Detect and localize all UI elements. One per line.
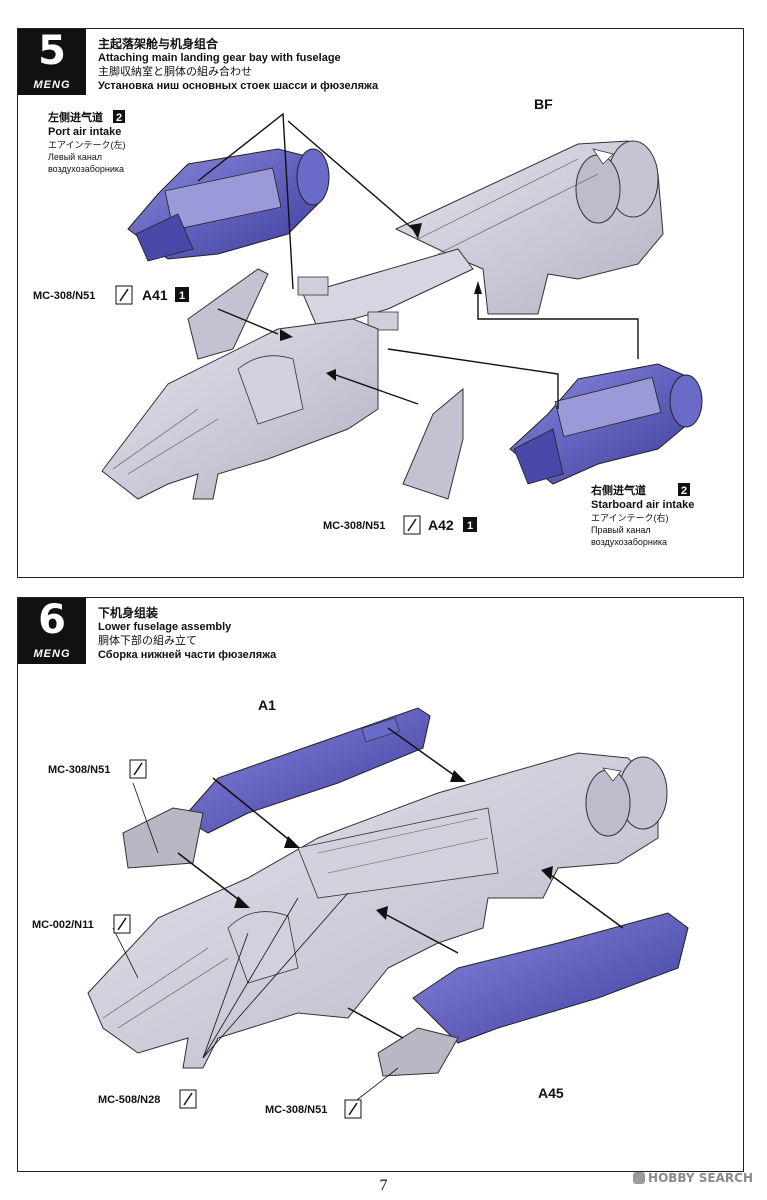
step-badge: 6 MENG <box>18 597 86 664</box>
a1-label: A1 <box>258 697 276 713</box>
a41-callout: MC-308/N51 A41 1 <box>33 285 189 305</box>
a41-qty: 1 <box>179 290 185 302</box>
a42-tool: MC-308/N51 <box>323 520 385 532</box>
bf-label: BF <box>534 96 553 112</box>
starboard-intake-cn: 右侧进气道 <box>590 483 646 497</box>
port-air-intake <box>127 148 330 262</box>
a42-part: A42 <box>428 517 454 533</box>
title-chinese: 下机身组装 <box>98 606 159 620</box>
step-titles: 下机身组装 Lower fuselage assembly 胴体下部の組み立て … <box>98 606 276 662</box>
port-intake-ru1: Левый канал <box>48 152 102 162</box>
tool-callout-top-left: MC-308/N51 <box>48 759 147 779</box>
port-intake-cn: 左侧进气道 <box>47 110 103 124</box>
arrow-heads <box>280 223 482 381</box>
brand-logo: MENG <box>33 79 71 91</box>
arrow-heads <box>234 770 553 920</box>
a42-qty: 1 <box>467 520 473 532</box>
leader-lines <box>112 782 399 1104</box>
assembly-lines <box>197 112 639 409</box>
a41-part: A41 <box>142 287 168 303</box>
tool-mid-left: MC-002/N11 <box>32 919 94 931</box>
tool-callout-bottom-mid: MC-308/N51 <box>265 1099 362 1119</box>
title-japanese: 胴体下部の組み立て <box>98 635 197 647</box>
part-a1 <box>122 707 431 869</box>
step-number: 6 <box>38 597 66 643</box>
step-6-illustration: A1 A45 MC-308/N51 MC-002/N11 MC-508/N28 … <box>32 697 689 1119</box>
title-russian: Сборка нижней части фюзеляжа <box>98 649 277 661</box>
fuselage-spine <box>297 248 474 331</box>
port-intake-jp: エアインテーク(左) <box>48 139 126 150</box>
tool-top-left: MC-308/N51 <box>48 764 110 776</box>
part-a45 <box>377 912 689 1077</box>
title-english: Lower fuselage assembly <box>98 621 232 633</box>
starboard-intake-jp: エアインテーク(右) <box>591 512 669 523</box>
title-japanese: 主脚収納室と胴体の組み合わせ <box>98 66 252 78</box>
a42-callout: MC-308/N51 A42 1 <box>323 515 477 535</box>
starboard-intake-num: 2 <box>681 485 687 497</box>
starboard-intake-ru1: Правый канал <box>591 525 651 535</box>
step-5-illustration: BF 左侧进气道 2 Port air intake エアインテーク(左) Ле… <box>33 96 703 547</box>
title-chinese: 主起落架舱与机身组合 <box>98 37 219 51</box>
step-titles: 主起落架舱与机身组合 Attaching main landing gear b… <box>98 37 378 93</box>
title-english: Attaching main landing gear bay with fus… <box>98 52 341 64</box>
forward-fuselage <box>101 318 379 500</box>
tool-bottom-left: MC-508/N28 <box>98 1094 160 1106</box>
title-russian: Установка ниш основных стоек шасси и фюз… <box>98 80 379 92</box>
brand-logo: MENG <box>33 648 71 660</box>
fuselage-upper <box>394 140 664 315</box>
tool-callout-mid-left: MC-002/N11 <box>32 914 131 934</box>
page-number: 7 <box>379 1177 388 1194</box>
step-badge: 5 MENG <box>18 28 86 95</box>
label-bf: BF <box>534 96 553 112</box>
a45-label: A45 <box>538 1085 564 1101</box>
step-6-panel: 6 MENG 下机身组装 Lower fuselage assembly 胴体下… <box>17 597 744 1172</box>
starboard-intake-ru2: воздухозаборника <box>591 537 667 547</box>
port-intake-ru2: воздухозаборника <box>48 164 124 174</box>
port-intake-en: Port air intake <box>48 126 121 138</box>
watermark-text: HOBBY SEARCH <box>648 1171 753 1185</box>
step-number: 5 <box>38 28 66 74</box>
tool-bottom-mid: MC-308/N51 <box>265 1104 327 1116</box>
starboard-air-intake <box>509 363 703 485</box>
starboard-intake-en: Starboard air intake <box>591 499 694 511</box>
starboard-intake-callout: 右侧进气道 2 Starboard air intake エアインテーク(右) … <box>590 483 694 547</box>
part-a41 <box>187 268 269 360</box>
fuselage-assembly <box>87 752 668 1069</box>
port-intake-callout: 左侧进气道 2 Port air intake エアインテーク(左) Левый… <box>47 110 126 174</box>
watermark: HOBBY SEARCH <box>633 1171 753 1185</box>
port-intake-num: 2 <box>116 112 122 124</box>
part-a42 <box>402 387 464 500</box>
a41-tool: MC-308/N51 <box>33 290 95 302</box>
tool-callout-bottom-left: MC-508/N28 <box>98 1089 197 1109</box>
step-5-panel: 5 MENG 主起落架舱与机身组合 Attaching main landing… <box>17 28 744 578</box>
hobby-search-logo-icon <box>633 1172 646 1184</box>
assembly-arrows <box>177 727 624 1039</box>
